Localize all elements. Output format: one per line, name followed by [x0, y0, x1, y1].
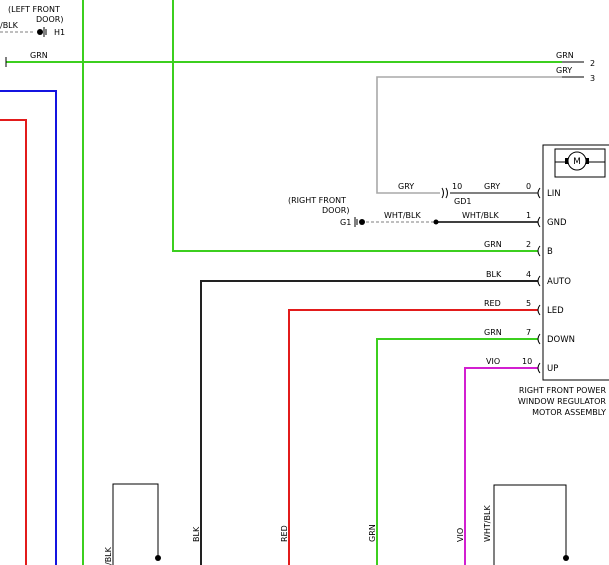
wht-blk-left-label: WHT/BLK — [384, 211, 421, 220]
top-left-header-line1: (LEFT FRONT — [8, 5, 60, 14]
motor-box-inner — [554, 148, 606, 178]
grn-down-wire — [376, 338, 538, 565]
terminal-auto-name: AUTO — [547, 277, 571, 287]
grn-top-left-label: GRN — [30, 51, 48, 60]
bottom-label-red: RED — [280, 525, 289, 542]
vio-wire — [464, 367, 538, 565]
rf-door-header-line1: (RIGHT FRONT — [288, 196, 346, 205]
gry-splice-left-label: GRY — [398, 182, 414, 191]
h1-ground-label: H1 — [54, 28, 65, 37]
bottom-label-vio: VIO — [456, 528, 465, 542]
motor-brush-left — [565, 158, 568, 164]
terminal-gnd-pin: 1 — [526, 211, 531, 220]
terminal-led-name: LED — [547, 306, 564, 316]
terminal-lin-pin: 0 — [526, 182, 531, 191]
terminal-auto-wire-label: BLK — [486, 270, 502, 279]
top-left-header-line2: DOOR) — [36, 15, 63, 24]
terminal-led-wire-label: RED — [484, 299, 501, 308]
wht-blk-right-label: WHT/BLK — [462, 211, 499, 220]
terminal-b-pin: 2 — [526, 240, 531, 249]
gd1-connector — [441, 187, 448, 199]
gry-splice-right-label: GRY — [484, 182, 500, 191]
terminal-down-name: DOWN — [547, 335, 575, 345]
bottom-left-connector — [112, 483, 159, 565]
terminal-down-pin: 7 — [526, 328, 531, 337]
grn-vertical-wire-2 — [172, 0, 538, 252]
grn-top-right-label: GRN — [556, 51, 574, 60]
gry-top-right-label: GRY — [556, 66, 572, 75]
bottom-label-blk: BLK — [192, 526, 201, 542]
motor-label: M — [573, 157, 581, 167]
bottom-label-wht-blk-right: WHT/BLK — [483, 505, 492, 542]
terminal-connectors — [537, 187, 541, 374]
bottom-right-connector-dot — [563, 555, 569, 561]
terminal-led-pin: 5 — [526, 299, 531, 308]
motor-brush-right — [586, 158, 589, 164]
gry-top-right-pin: 3 — [590, 74, 595, 83]
top-left-wire-partial: /BLK — [0, 21, 19, 30]
terminal-up-pin: 10 — [522, 357, 532, 366]
component-label-line1: RIGHT FRONT POWER — [519, 386, 607, 395]
red-wire — [288, 309, 538, 565]
grn-top-right-pin: 2 — [590, 59, 595, 68]
bottom-right-connector — [493, 484, 567, 565]
gry-wire — [376, 76, 562, 194]
rf-door-header-line2: DOOR) — [322, 206, 349, 215]
bottom-label-grn: GRN — [368, 524, 377, 542]
h1-ground-dot — [37, 29, 43, 35]
g1-ground-dot — [359, 219, 365, 225]
gd1-label: GD1 — [454, 197, 471, 206]
terminal-b-name: B — [547, 247, 553, 257]
bottom-left-connector-dot — [155, 555, 161, 561]
terminal-down-wire-label: GRN — [484, 328, 502, 337]
motor-assembly-box — [542, 144, 609, 381]
component-label-line3: MOTOR ASSEMBLY — [532, 408, 606, 417]
terminal-lin-name: LIN — [547, 189, 561, 199]
terminal-b-wire-label: GRN — [484, 240, 502, 249]
gry-splice-pin: 10 — [452, 182, 462, 191]
terminal-auto-pin: 4 — [526, 270, 531, 279]
blk-wire — [200, 280, 538, 565]
terminal-gnd-name: GND — [547, 218, 567, 228]
bottom-label-wht-blk-left: /BLK — [104, 546, 113, 565]
terminal-up-wire-label: VIO — [486, 357, 500, 366]
component-label-line2: WINDOW REGULATOR — [518, 397, 607, 406]
red-wire-left — [0, 119, 27, 565]
blue-wire-left — [0, 90, 57, 565]
terminal-up-name: UP — [547, 364, 558, 374]
g1-ground-label: G1 — [340, 218, 351, 227]
